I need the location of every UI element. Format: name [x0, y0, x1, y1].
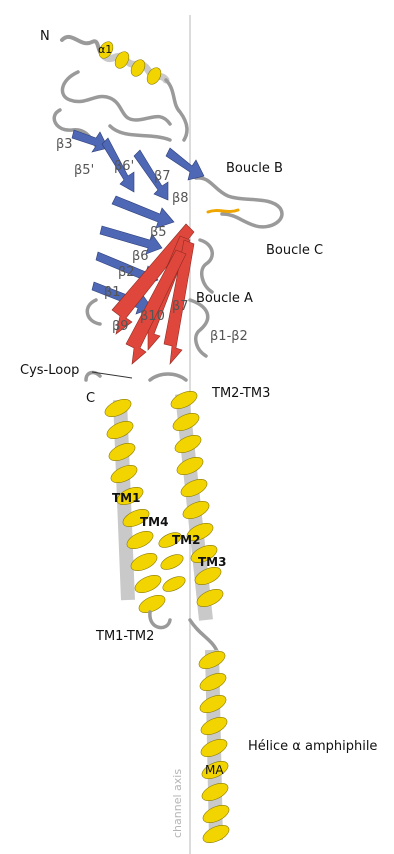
- c-terminus-label: C: [86, 392, 95, 405]
- boucle-a-label: Boucle A: [196, 292, 253, 305]
- cys-loop-label: Cys-Loop: [20, 364, 79, 377]
- tm4-label: TM4: [140, 516, 168, 528]
- boucle-c-label: Boucle C: [266, 244, 323, 257]
- ma-label: MA: [205, 764, 224, 776]
- n-terminus-label: N: [40, 30, 50, 43]
- beta5-label: β5: [150, 226, 167, 239]
- ma-helix: [196, 648, 231, 847]
- tm3-label: TM3: [198, 556, 226, 568]
- beta6prime-label: β6': [114, 160, 134, 173]
- beta1-label: β1: [104, 286, 121, 299]
- beta3-label: β3: [56, 138, 73, 151]
- n-terminal-region: [62, 37, 187, 140]
- beta7-bottom-label: β7: [172, 300, 189, 313]
- beta9-label: β9: [112, 320, 129, 333]
- beta6-label: β6: [132, 250, 149, 263]
- boucle-b-label: Boucle B: [226, 162, 283, 175]
- beta7-top-label: β7: [154, 170, 171, 183]
- beta2-label: β2: [118, 266, 135, 279]
- tm1-label: TM1: [112, 492, 140, 504]
- disulfide-bond: [208, 210, 238, 212]
- alpha1-label: α1: [98, 44, 112, 55]
- beta1-beta2-label: β1-β2: [210, 330, 248, 343]
- tm1-tm2-label: TM1-TM2: [96, 630, 154, 643]
- tm2-label: TM2: [172, 534, 200, 546]
- tm2-tm3-label: TM2-TM3: [212, 387, 270, 400]
- beta10-label: β10: [140, 310, 165, 323]
- amphipathic-helix-label: Hélice α amphiphile: [248, 740, 377, 753]
- channel-axis-label: channel axis: [171, 769, 184, 838]
- beta8-label: β8: [172, 192, 189, 205]
- beta5prime-label: β5': [74, 164, 94, 177]
